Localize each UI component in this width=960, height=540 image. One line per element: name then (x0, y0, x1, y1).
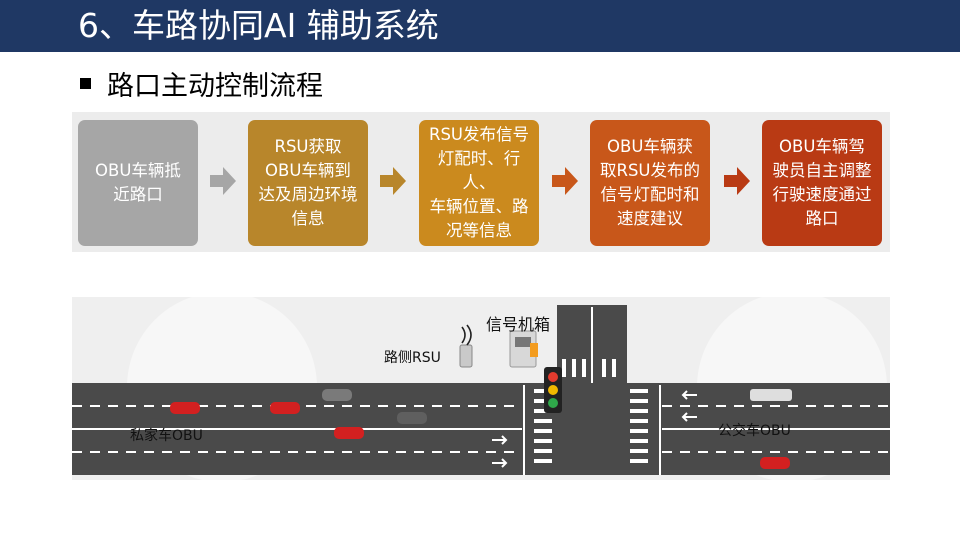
bus-icon (750, 389, 792, 401)
flow-arrow-2 (380, 167, 406, 195)
flow-step-4: OBU车辆获 取RSU发布的 信号灯配时和 速度建议 (590, 120, 710, 246)
flow-step-5-line-3: 行驶速度通过 (772, 185, 872, 204)
bus-label: 公交车OBU (718, 423, 791, 439)
flow-arrow-4 (724, 167, 750, 195)
flow-step-3-line-3: 车辆位置、路 (429, 197, 529, 216)
flow-step-5-line-2: 驶员自主调整 (772, 161, 872, 180)
road-scene-illustration (72, 297, 890, 480)
flow-step-4-line-2: 取RSU发布的 (599, 161, 700, 180)
flow-step-4-line-1: OBU车辆获 (607, 137, 693, 156)
traffic-light-icon (544, 367, 562, 413)
wireless-signal-icon (461, 324, 472, 346)
rsu-label: 路侧RSU (384, 350, 441, 366)
flow-step-4-line-4: 速度建议 (616, 209, 683, 228)
private-car-label: 私家车OBU (130, 428, 203, 444)
section-heading-text: 路口主动控制流程 (107, 70, 323, 102)
signal-cabinet-icon (509, 330, 538, 368)
flow-step-5-line-1: OBU车辆驾 (779, 137, 865, 156)
flow-step-2-line-3: 达及周边环境 (258, 185, 358, 204)
slide-title: 6、车路协同AI 辅助系统 (78, 6, 439, 45)
flow-step-2: RSU获取 OBU车辆到 达及周边环境 信息 (248, 120, 368, 246)
flow-step-1: OBU车辆抵 近路口 (78, 120, 198, 246)
private-car-icons (170, 389, 790, 469)
flow-step-3-line-4: 况等信息 (446, 221, 512, 240)
flow-step-2-line-4: 信息 (291, 209, 325, 228)
rsu-device-icon (459, 344, 473, 368)
flow-step-1-line-1: OBU车辆抵 (95, 161, 181, 180)
flow-step-3: RSU发布信号 灯配时、行人、 车辆位置、路 况等信息 (419, 120, 539, 246)
flow-step-5: OBU车辆驾 驶员自主调整 行驶速度通过 路口 (762, 120, 882, 246)
title-bar: 6、车路协同AI 辅助系统 (0, 0, 960, 52)
flow-diagram: OBU车辆抵 近路口 RSU获取 OBU车辆到 达及周边环境 信息 RSU发布信… (72, 112, 890, 252)
square-bullet-icon (80, 77, 91, 89)
flow-step-1-line-2: 近路口 (113, 185, 163, 204)
flow-step-3-line-1: RSU发布信号 (428, 125, 529, 144)
flow-step-2-line-2: OBU车辆到 (265, 161, 351, 180)
flow-arrow-3 (552, 167, 578, 195)
section-heading: 路口主动控制流程 (80, 64, 323, 102)
cabinet-label: 信号机箱 (486, 315, 551, 334)
road-scene: 信号机箱 路侧RSU 私家车OBU 公交车OBU (72, 297, 890, 480)
flow-step-3-line-2: 灯配时、行人、 (437, 149, 521, 192)
flow-step-4-line-3: 信号灯配时和 (600, 185, 700, 204)
flow-arrow-1 (210, 167, 236, 195)
flow-step-2-line-1: RSU获取 (274, 137, 342, 156)
flow-step-5-line-4: 路口 (805, 209, 839, 228)
